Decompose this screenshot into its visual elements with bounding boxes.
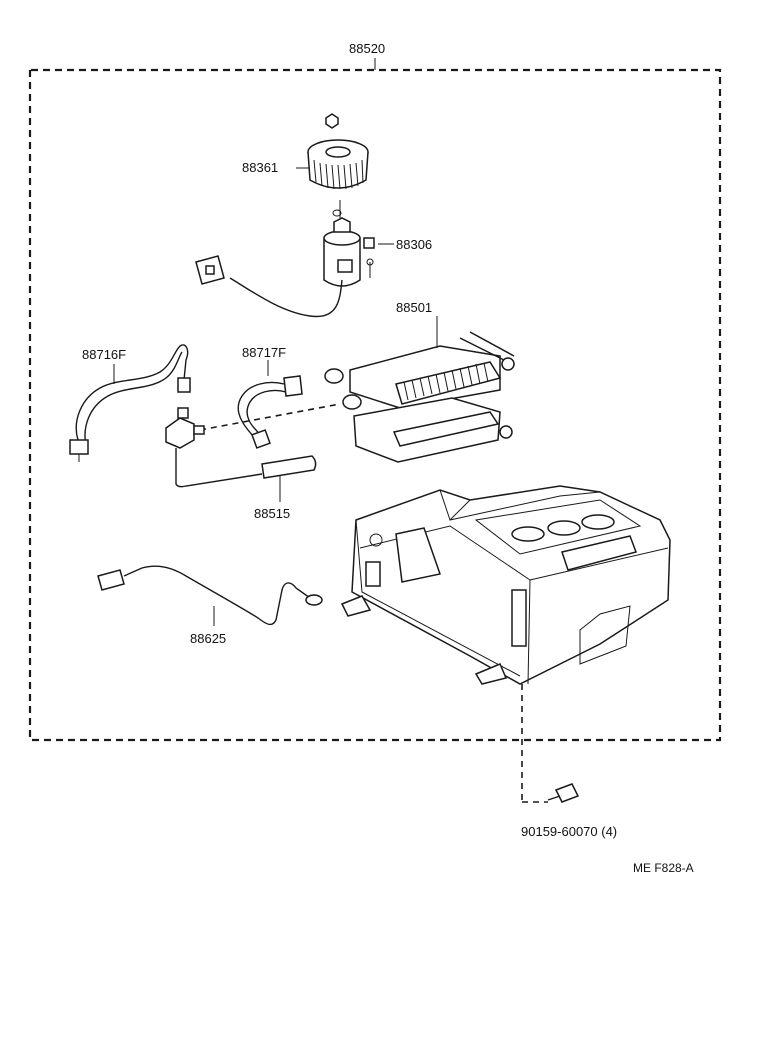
evaporator-label: 88501 (396, 300, 432, 315)
thermistor-wire[interactable] (97, 565, 323, 626)
assembly-boundary (28, 58, 722, 742)
expansion-valve-label: 88515 (254, 506, 290, 521)
reference-code: ME F828-A (633, 861, 694, 875)
suction-hose-label: 88716F (82, 347, 126, 362)
assembly-part-number: 88520 (349, 41, 385, 56)
evaporator[interactable] (324, 331, 515, 463)
liquid-hose-label: 88717F (242, 345, 286, 360)
bolt-label: 90159-60070 (4) (521, 824, 617, 839)
blower-motor-label: 88306 (396, 237, 432, 252)
expansion-valve[interactable] (165, 407, 317, 488)
suction-hose[interactable] (69, 344, 191, 462)
bolt[interactable] (547, 783, 580, 803)
thermistor-wire-label: 88625 (190, 631, 226, 646)
blower-fan-label: 88361 (242, 160, 278, 175)
blower-motor[interactable] (195, 200, 375, 318)
cooler-case (340, 485, 671, 803)
liquid-hose[interactable] (199, 375, 341, 449)
blower-fan[interactable] (307, 113, 369, 217)
